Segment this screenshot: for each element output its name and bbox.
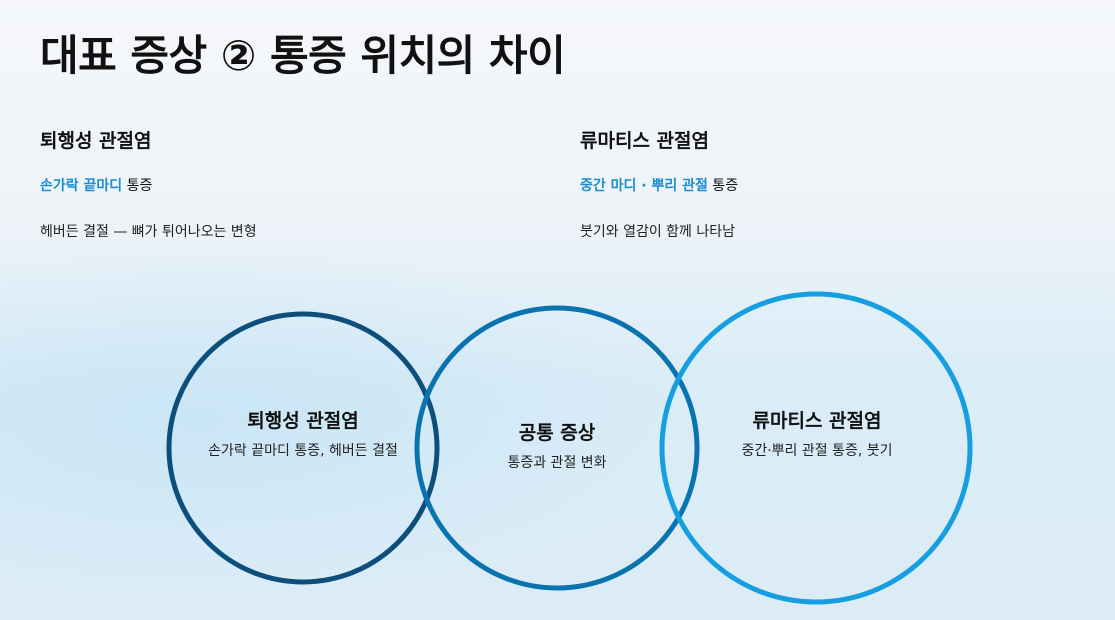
- venn-center-title: 공통 증상: [518, 422, 596, 444]
- right-column: 류마티스 관절염 중간 마디 · 뿌리 관절 통증 붓기와 열감이 함께 나타남: [580, 126, 1000, 241]
- venn-circle-left: [166, 311, 440, 585]
- venn-left-desc: 손가락 끝마디 통증, 헤버든 결절: [208, 443, 398, 459]
- right-column-heading: 류마티스 관절염: [580, 130, 709, 152]
- venn-circle-center: [414, 305, 700, 591]
- venn-label-right: 류마티스 관절염 중간·뿌리 관절 통증, 붓기: [722, 406, 912, 461]
- venn-circle-right: [659, 291, 973, 605]
- left-column-heading: 퇴행성 관절염: [40, 130, 152, 152]
- venn-center-desc: 통증과 관절 변화: [507, 455, 607, 471]
- left-column-suffix: 통증: [122, 178, 153, 194]
- right-column-suffix: 통증: [707, 178, 739, 194]
- left-column-highlight: 손가락 끝마디: [40, 178, 123, 194]
- venn-right-title: 류마티스 관절염: [752, 410, 882, 432]
- venn-right-desc: 중간·뿌리 관절 통증, 붓기: [741, 443, 893, 459]
- venn-left-title: 퇴행성 관절염: [247, 410, 359, 432]
- left-column-description: 헤버든 결절 — 뼈가 튀어나오는 변형: [40, 224, 257, 240]
- venn-label-center: 공통 증상 통증과 관절 변화: [462, 418, 652, 473]
- left-column: 퇴행성 관절염 손가락 끝마디 통증 헤버든 결절 — 뼈가 튀어나오는 변형: [40, 126, 460, 241]
- right-column-pain-location: 중간 마디 · 뿌리 관절 통증: [580, 175, 1000, 195]
- venn-label-left: 퇴행성 관절염 손가락 끝마디 통증, 헤버든 결절: [208, 406, 398, 461]
- right-column-highlight: 중간 마디 · 뿌리 관절: [580, 178, 708, 194]
- page-title: 대표 증상 ② 통증 위치의 차이: [40, 31, 566, 80]
- left-column-pain-location: 손가락 끝마디 통증: [40, 175, 460, 195]
- right-column-description: 붓기와 열감이 함께 나타남: [580, 224, 736, 240]
